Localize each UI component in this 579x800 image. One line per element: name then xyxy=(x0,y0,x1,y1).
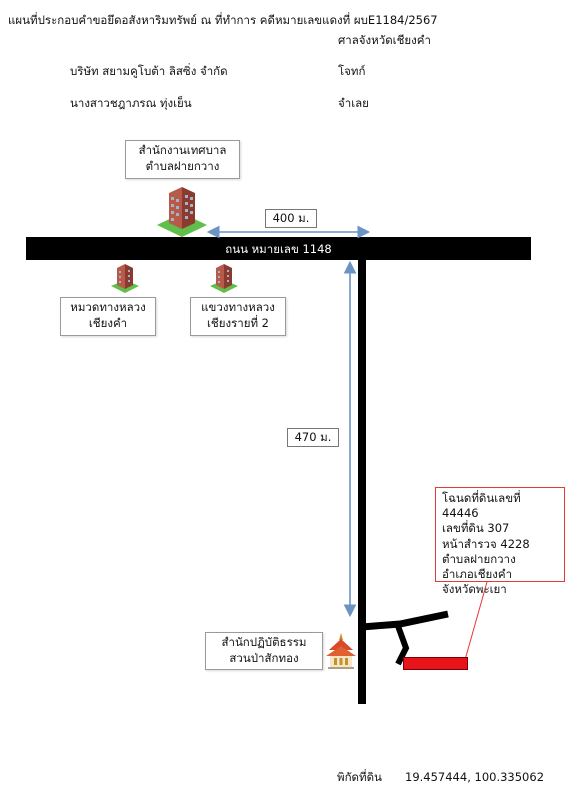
title-deed-number: โฉนดที่ดินเลขที่ 44446 xyxy=(442,491,521,521)
municipal-office-line2: ตำบลฝายกวาง xyxy=(145,158,220,173)
highway-unit-right-building-icon xyxy=(208,262,240,298)
access-road-upper xyxy=(361,610,449,631)
defendant-role: จำเลย xyxy=(338,96,369,110)
defendant-name: นางสาวชฎาภรณ ทุ่งเย็น xyxy=(70,96,192,110)
court-name: ศาลจังหวัดเชียงคำ xyxy=(338,33,431,47)
land-plot xyxy=(403,657,468,670)
property-info-callout: โฉนดที่ดินเลขที่ 44446 เลขที่ดิน 307 หน้… xyxy=(435,487,565,596)
coordinates-value: 19.457444, 100.335062 xyxy=(405,770,545,784)
temple-line2: สวนป่าสักทอง xyxy=(229,650,299,665)
land-number: เลขที่ดิน 307 xyxy=(442,521,510,536)
subdistrict: ตำบลฝายกวาง xyxy=(442,551,516,566)
plaintiff-name: บริษัท สยามคูโบต้า ลิสซิ่ง จำกัด xyxy=(70,64,228,78)
access-road-lower xyxy=(395,624,410,666)
highway-unit-right-line1: แขวงทางหลวง xyxy=(201,300,275,314)
highway-unit-left-line2: เชียงคำ xyxy=(88,315,128,330)
map-title: แผนที่ประกอบคำขอยึดอสังหาริมทรัพย์ ณ ที่… xyxy=(8,13,438,27)
highway-unit-right-line2: เชียงรายที่ 2 xyxy=(206,315,269,330)
municipal-office-label: สำนักงานเทศบาล ตำบลฝายกวาง xyxy=(125,140,240,179)
district: อำเภอเชียงคำ xyxy=(442,566,513,581)
road-label: ถนน หมายเลข 1148 xyxy=(225,242,332,256)
distance-vertical-label: 470 ม. xyxy=(287,428,339,447)
highway-unit-left-building-icon xyxy=(109,262,141,298)
highway-unit-left-label: หมวดทางหลวง เชียงคำ xyxy=(60,297,156,336)
survey-page: หน้าสำรวจ 4228 xyxy=(442,536,530,551)
road-1148: ถนน หมายเลข 1148 xyxy=(26,237,531,260)
temple-icon xyxy=(325,632,357,674)
municipal-office-line1: สำนักงานเทศบาล xyxy=(138,143,227,157)
highway-unit-right-label: แขวงทางหลวง เชียงรายที่ 2 xyxy=(190,297,286,336)
side-road xyxy=(358,258,366,704)
plaintiff-role: โจทก์ xyxy=(338,64,366,78)
highway-unit-left-line1: หมวดทางหลวง xyxy=(70,300,146,314)
temple-label: สำนักปฏิบัติธรรม สวนป่าสักทอง xyxy=(205,632,323,670)
callout-pointer xyxy=(464,581,488,661)
coordinates-label: พิกัดที่ดิน xyxy=(337,770,382,784)
municipal-office-building-icon xyxy=(155,185,209,241)
province: จังหวัดพะเยา xyxy=(442,582,507,597)
temple-line1: สำนักปฏิบัติธรรม xyxy=(221,635,307,649)
